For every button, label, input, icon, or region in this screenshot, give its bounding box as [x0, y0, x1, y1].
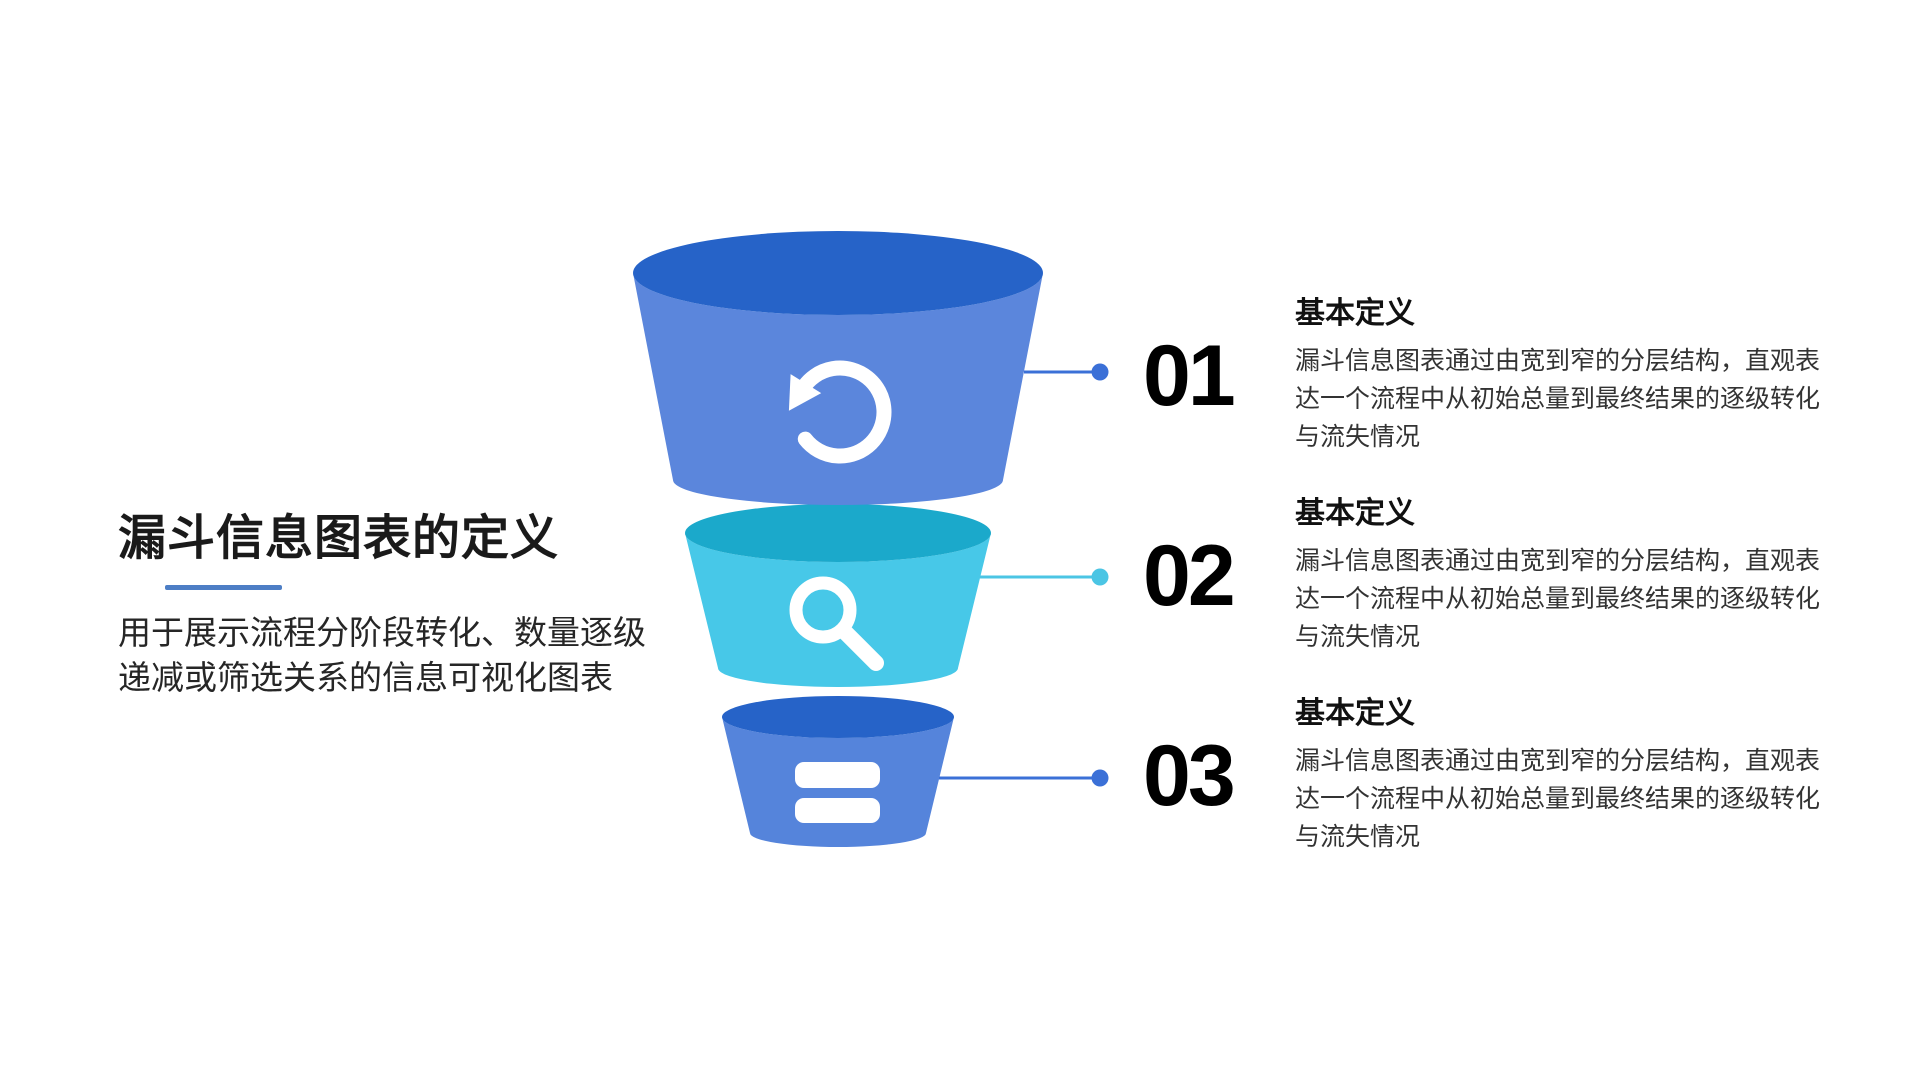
list-item-3: 03 基本定义 漏斗信息图表通过由宽到窄的分层结构，直观表达一个流程中从初始总量… [1135, 690, 1855, 890]
list-item-1: 01 基本定义 漏斗信息图表通过由宽到窄的分层结构，直观表达一个流程中从初始总量… [1135, 290, 1855, 490]
funnel-stage-3 [722, 696, 954, 847]
item-1-text: 基本定义 漏斗信息图表通过由宽到窄的分层结构，直观表达一个流程中从初始总量到最终… [1295, 296, 1825, 456]
item-1-body: 漏斗信息图表通过由宽到窄的分层结构，直观表达一个流程中从初始总量到最终结果的逐级… [1295, 347, 1821, 451]
item-1-number: 01 [1143, 328, 1236, 424]
page-description: 用于展示流程分阶段转化、数量逐级 递减或筛选关系的信息可视化图表 [118, 610, 680, 700]
item-1-heading: 基本定义 [1295, 297, 1415, 330]
refresh-icon [788, 360, 892, 464]
title-divider [165, 585, 282, 590]
connector-1-dot [1091, 363, 1109, 381]
page-title: 漏斗信息图表的定义 [118, 512, 560, 565]
list-item-2: 02 基本定义 漏斗信息图表通过由宽到窄的分层结构，直观表达一个流程中从初始总量… [1135, 490, 1855, 690]
connector-1 [1024, 363, 1109, 381]
item-2-body: 漏斗信息图表通过由宽到窄的分层结构，直观表达一个流程中从初始总量到最终结果的逐级… [1295, 547, 1821, 651]
connector-2-dot [1091, 568, 1109, 586]
funnel-stage-1 [633, 231, 1043, 505]
funnel-stage-2 [685, 504, 991, 687]
connector-3-dot [1091, 769, 1109, 787]
funnel-stage-3-rim [722, 696, 954, 738]
item-3-text: 基本定义 漏斗信息图表通过由宽到窄的分层结构，直观表达一个流程中从初始总量到最终… [1295, 696, 1825, 856]
item-3-heading: 基本定义 [1295, 697, 1415, 730]
item-3-body: 漏斗信息图表通过由宽到窄的分层结构，直观表达一个流程中从初始总量到最终结果的逐级… [1295, 747, 1821, 851]
funnel-stage-1-body [633, 273, 1043, 505]
funnel-stage-2-body [685, 533, 991, 687]
item-2-text: 基本定义 漏斗信息图表通过由宽到窄的分层结构，直观表达一个流程中从初始总量到最终… [1295, 496, 1825, 656]
funnel-stage-1-rim [633, 231, 1043, 315]
item-2-number: 02 [1143, 528, 1236, 624]
item-2-heading: 基本定义 [1295, 497, 1415, 530]
description-line-2: 递减或筛选关系的信息可视化图表 [118, 659, 613, 696]
item-3-number: 03 [1143, 728, 1236, 824]
search-icon [789, 576, 884, 671]
connector-2 [980, 568, 1109, 586]
funnel-stage-2-rim [685, 504, 991, 562]
equals-icon [795, 762, 880, 823]
description-line-1: 用于展示流程分阶段转化、数量逐级 [118, 614, 646, 651]
connector-3 [939, 769, 1109, 787]
